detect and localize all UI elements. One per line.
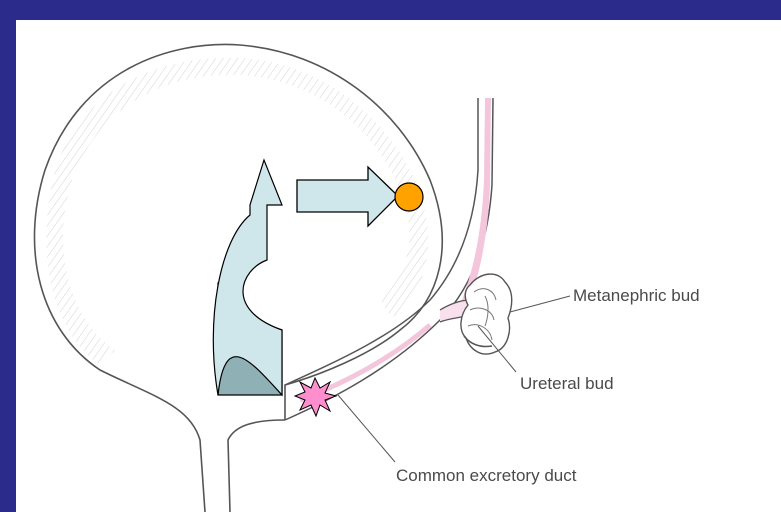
metanephric-bud-label: Metanephric bud [573, 286, 700, 306]
curved-arrow-icon [213, 160, 282, 395]
leader-metanephric [510, 296, 570, 312]
starburst-icon [295, 378, 336, 416]
metanephric-bud [461, 274, 512, 354]
right-arrow-icon [297, 167, 398, 226]
orange-dot-icon [395, 183, 423, 211]
leader-common-duct [338, 395, 395, 462]
ureteral-bud-label: Ureteral bud [520, 374, 614, 394]
common-excretory-duct-label: Common excretory duct [396, 466, 576, 486]
